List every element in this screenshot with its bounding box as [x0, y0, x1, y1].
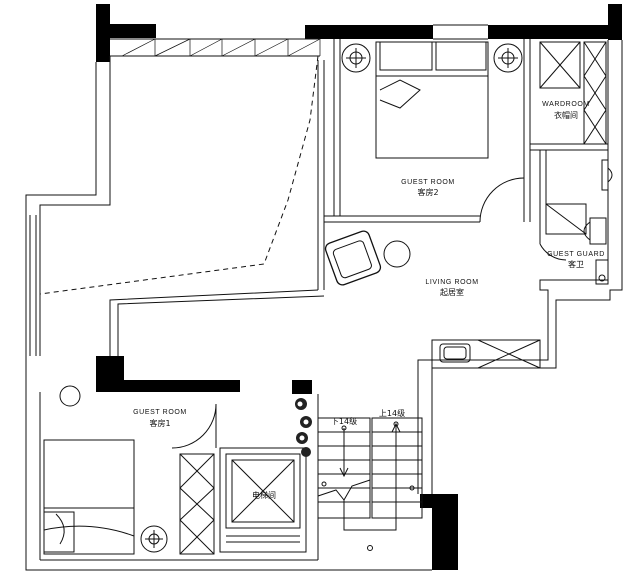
lamp-right-guest-room-2 — [493, 43, 523, 73]
armchair — [324, 230, 382, 286]
stairs-down-label: 下14级 — [331, 416, 357, 426]
guest-guard-label-en: GUEST GUARD — [547, 251, 605, 258]
bed-guest-room-2 — [375, 41, 489, 159]
guest-room-2-label-en: GUEST ROOM — [401, 179, 455, 186]
wall-stair-column — [292, 380, 312, 394]
side-table — [383, 240, 411, 268]
stairs-up-label: 上14级 — [379, 408, 405, 418]
guest-room-2-walls — [324, 39, 531, 223]
guest-room-2-label-zh: 客房2 — [417, 187, 438, 197]
guest-room-1-label-en: GUEST ROOM — [133, 409, 187, 416]
plant-pots — [295, 398, 312, 457]
wardroom-closet — [530, 41, 608, 151]
bed-guest-room-1 — [43, 439, 135, 555]
wall-top-right-column — [608, 4, 622, 40]
wall-top-right — [488, 25, 608, 39]
guest-room-1-fixtures — [59, 385, 217, 449]
living-room-label-en: LIVING ROOM — [425, 279, 478, 286]
wardroom-label-en: WARDROOM — [542, 101, 590, 108]
sink-counter — [431, 339, 541, 369]
void-outline — [39, 55, 325, 356]
guest-guard-fixtures — [539, 150, 613, 285]
guest-room-1-label-zh: 客房1 — [149, 418, 170, 428]
living-room-label-zh: 起居室 — [440, 287, 464, 297]
wardrobe-guest-room-1 — [179, 453, 215, 555]
elevator-shaft — [219, 447, 307, 553]
staircase — [317, 394, 423, 560]
wall-top-left-beam — [96, 24, 156, 38]
wall-top-mid — [305, 25, 433, 39]
lamp-left-guest-room-2 — [341, 43, 371, 73]
elevator-label-zh: 电梯间 — [252, 490, 276, 500]
room-labels: WARDROOM 衣帽间 GUEST ROOM 客房2 GUEST GUARD … — [133, 101, 605, 500]
guest-guard-label-zh: 客卫 — [568, 259, 584, 269]
structural-walls — [96, 4, 622, 570]
wall-bottom-right-pier — [432, 494, 458, 570]
wall-guest1-beam — [96, 380, 240, 392]
wardroom-label-zh: 衣帽间 — [554, 110, 578, 120]
lamp-guest-room-1 — [140, 525, 168, 553]
